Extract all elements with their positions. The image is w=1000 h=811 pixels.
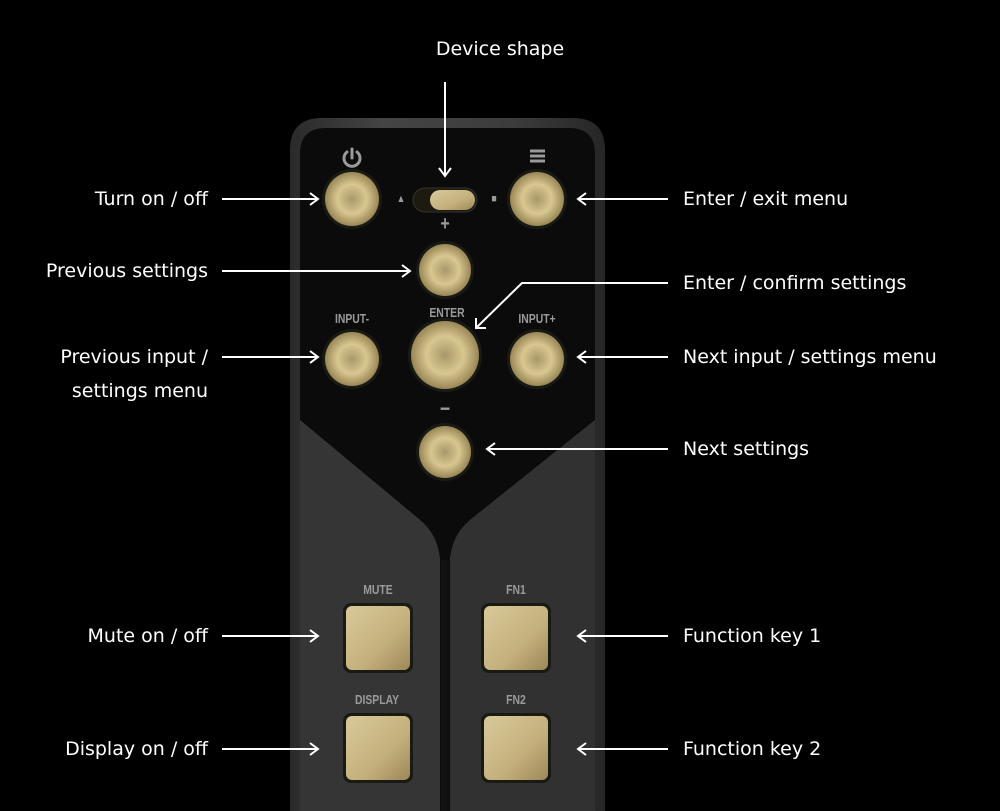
callout-previous-input-line1: Previous input / [60,346,208,368]
fn2-button[interactable] [481,713,551,783]
fn1-label: FN1 [506,582,526,597]
minus-button[interactable] [416,423,474,481]
plus-label: + [440,213,450,235]
callout-previous-input-line2: settings menu [71,380,208,402]
enter-label: ENTER [429,305,465,320]
fn1-button[interactable] [481,603,551,673]
menu-icon [530,149,545,163]
mute-button[interactable] [343,603,413,673]
callout-next-settings: Next settings [683,438,810,460]
callout-function-key-1: Function key 1 [683,625,822,647]
device-shape-switch[interactable] [412,187,478,213]
callout-previous-settings: Previous settings [45,260,208,282]
callout-next-input: Next input / settings menu [683,346,937,368]
minus-label: − [439,396,451,421]
input-minus-label: INPUT- [334,311,370,326]
menu-button[interactable] [507,169,567,229]
power-icon [342,147,362,168]
callout-mute: Mute on / off [87,625,208,647]
callout-arrows [222,82,668,756]
fn2-label: FN2 [506,692,526,707]
display-label: DISPLAY [354,692,400,707]
callout-turn-on-off: Turn on / off [94,188,208,210]
plus-button[interactable] [416,241,474,299]
callout-enter-exit-menu: Enter / exit menu [683,188,849,210]
enter-button[interactable] [408,318,482,392]
triangle-shape-icon: ▲ [396,193,406,205]
callout-display: Display on / off [65,738,208,760]
mute-label: MUTE [363,582,393,597]
callout-function-key-2: Function key 2 [683,738,822,760]
square-shape-icon: ■ [491,193,497,205]
input-plus-button[interactable] [507,329,567,389]
power-button[interactable] [322,169,382,229]
input-plus-label: INPUT+ [518,311,556,326]
callout-enter-confirm: Enter / confirm settings [683,272,907,294]
callout-device-shape: Device shape [435,38,565,60]
display-button[interactable] [343,713,413,783]
input-minus-button[interactable] [322,329,382,389]
